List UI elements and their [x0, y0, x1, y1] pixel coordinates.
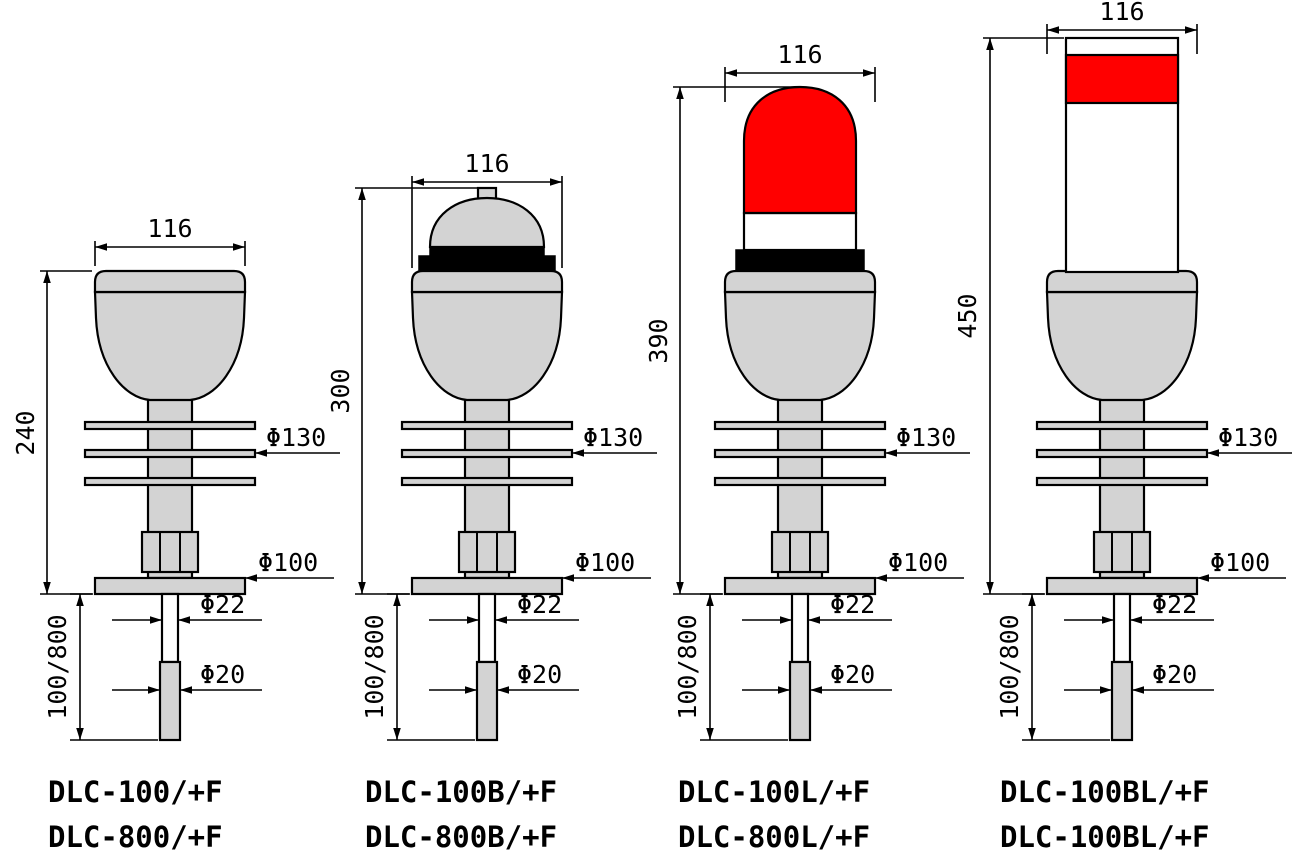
width-dimension: 116 [1046, 0, 1198, 54]
height-dim-label: 390 [644, 318, 673, 363]
height-dim-label: 300 [326, 368, 355, 413]
height-dimension: 450 [953, 37, 1064, 595]
base-assembly [673, 271, 970, 740]
beacon-base [735, 249, 865, 272]
pole-red-band [1064, 53, 1180, 105]
beacon-top [735, 85, 865, 272]
model-label: DLC-100BL/+F [1000, 820, 1210, 854]
height-dimension: 390 [644, 86, 798, 595]
figure-dlc-100: 116 240 DLC-100/+F DLC-800/+F [11, 214, 340, 854]
model-label: DLC-100B/+F [365, 775, 557, 809]
model-label: DLC-100/+F [48, 775, 223, 809]
figure-dlc-100bl: 116 450 DLC-100BL/+F DLC-100BL/+F [953, 0, 1292, 854]
model-label: DLC-800L/+F [678, 820, 870, 854]
height-dimension: 300 [326, 187, 477, 595]
width-dimension: 116 [94, 214, 246, 266]
model-label: DLC-100L/+F [678, 775, 870, 809]
figure-dlc-100l: 116 390 DLC-100L/+F DLC-800L/+F [644, 40, 970, 854]
base-assembly [360, 271, 657, 740]
pole-beacon-top [1064, 36, 1180, 274]
width-dim-label: 116 [777, 40, 822, 69]
buzzer-base-lower [418, 255, 556, 272]
width-dimension: 116 [411, 149, 563, 268]
beacon-white-band [742, 211, 858, 252]
beacon-red-dome [742, 85, 858, 215]
height-dim-label: 450 [953, 293, 982, 338]
base-assembly [43, 271, 340, 740]
figure-dlc-100b: 116 300 DLC-100B/+F DLC-800B/+F [326, 149, 657, 854]
width-dimension: 116 [724, 40, 876, 102]
base-assembly [995, 271, 1292, 740]
width-dim-label: 116 [464, 149, 509, 178]
width-dim-label: 116 [1099, 0, 1144, 26]
buzzer-dome [428, 196, 546, 249]
model-label: DLC-800/+F [48, 820, 223, 854]
model-label: DLC-800B/+F [365, 820, 557, 854]
buzzer-top [418, 186, 556, 272]
height-dim-label: 240 [11, 410, 40, 455]
width-dim-label: 116 [147, 214, 192, 243]
model-label: DLC-100BL/+F [1000, 775, 1210, 809]
height-dimension: 240 [11, 270, 92, 595]
